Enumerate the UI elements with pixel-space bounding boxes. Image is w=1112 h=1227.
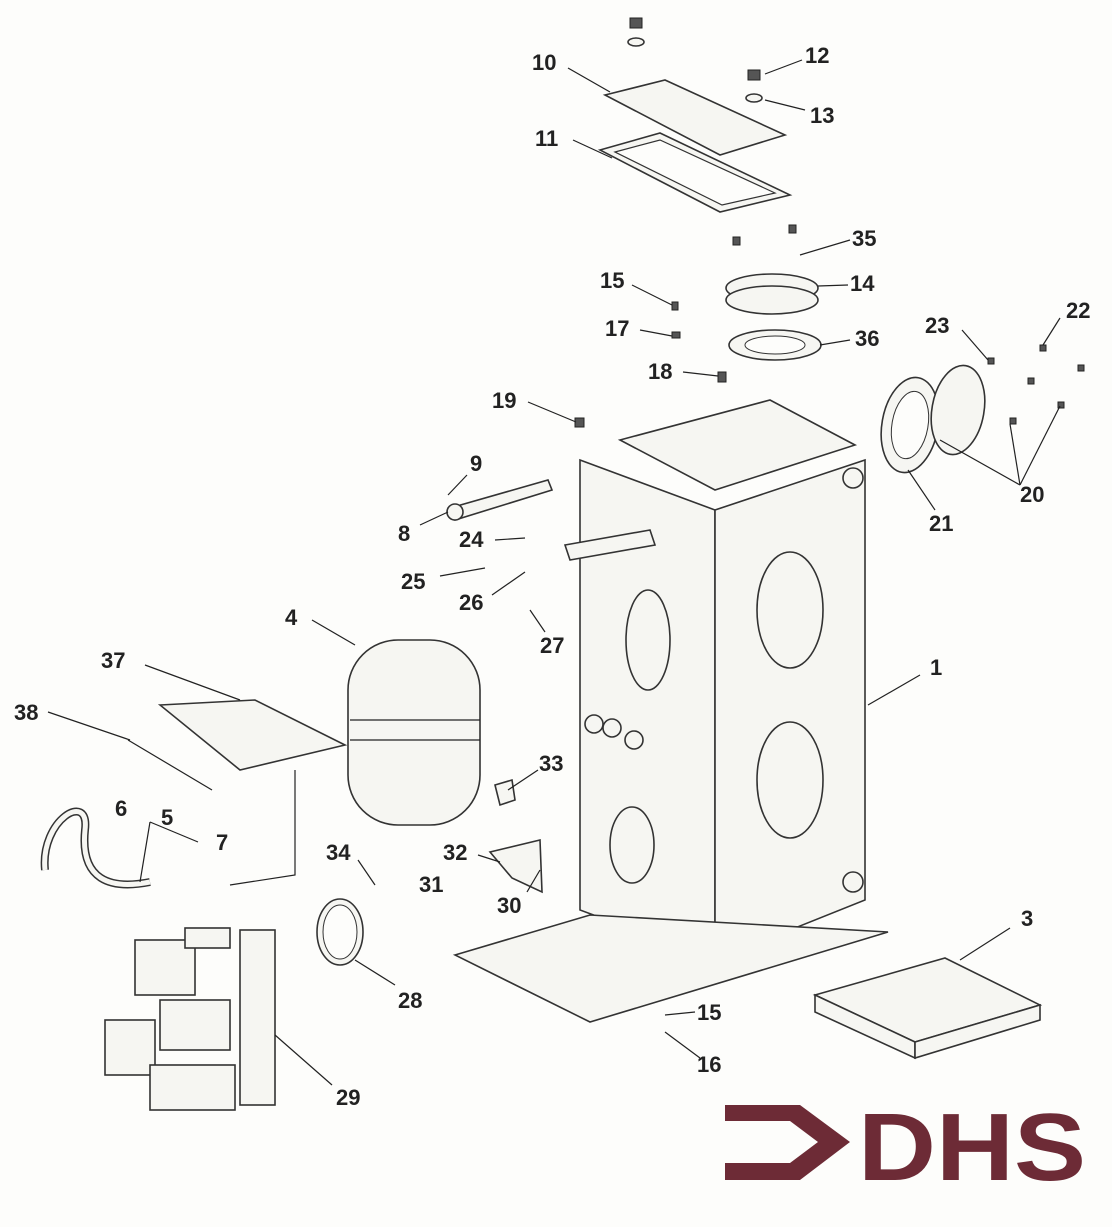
part-flue-ring xyxy=(725,273,822,361)
part-boiler-body xyxy=(563,399,866,962)
callout-label: 28 xyxy=(398,988,422,1013)
callout-label: 23 xyxy=(925,313,949,338)
callout-label: 3 xyxy=(1021,906,1033,931)
callout-labels: 10 12 13 11 35 15 14 17 36 23 22 18 19 9… xyxy=(14,43,1090,1110)
callout-label: 24 xyxy=(459,527,484,552)
callout-label: 4 xyxy=(285,605,298,630)
part-base-tray xyxy=(452,914,889,1023)
callout-label: 10 xyxy=(532,50,556,75)
callout-label: 7 xyxy=(216,830,228,855)
callout-label: 20 xyxy=(1020,482,1044,507)
callout-label: 12 xyxy=(805,43,829,68)
callout-label: 15 xyxy=(697,1000,721,1025)
callout-label: 27 xyxy=(540,633,564,658)
callout-label: 9 xyxy=(470,451,482,476)
callout-label: 8 xyxy=(398,521,410,546)
callout-label: 30 xyxy=(497,893,521,918)
callout-label: 35 xyxy=(852,226,876,251)
callout-label: 1 xyxy=(930,655,942,680)
callout-label: 33 xyxy=(539,751,563,776)
callout-label: 17 xyxy=(605,316,629,341)
part-pipe xyxy=(446,479,554,521)
callout-label: 22 xyxy=(1066,298,1090,323)
callout-label: 16 xyxy=(697,1052,721,1077)
callout-label: 6 xyxy=(115,796,127,821)
callout-label: 15 xyxy=(600,268,624,293)
callout-label: 32 xyxy=(443,840,467,865)
callout-label: 37 xyxy=(101,648,125,673)
callout-label: 13 xyxy=(810,103,834,128)
callout-label: 25 xyxy=(401,569,425,594)
leader-lines xyxy=(47,59,1061,1086)
part-top-cover xyxy=(597,17,793,213)
dhs-logo: DHS xyxy=(725,1094,1086,1201)
part-burner-gasket xyxy=(316,898,364,966)
logo-text: DHS xyxy=(858,1094,1086,1201)
part-bracket xyxy=(127,699,348,886)
logo-arrow-icon xyxy=(725,1105,850,1180)
part-insulation-pad xyxy=(812,957,1043,1060)
small-fasteners xyxy=(574,224,1085,428)
callout-label: 5 xyxy=(161,805,173,830)
callout-label: 31 xyxy=(419,872,443,897)
callout-label: 14 xyxy=(850,271,875,296)
callout-label: 26 xyxy=(459,590,483,615)
part-small-bracket xyxy=(488,778,543,894)
part-hose xyxy=(40,807,151,889)
callout-label: 34 xyxy=(326,840,351,865)
part-side-plates xyxy=(880,364,986,474)
callout-label: 29 xyxy=(336,1085,360,1110)
callout-label: 19 xyxy=(492,388,516,413)
part-expansion-vessel xyxy=(347,639,481,826)
callout-label: 18 xyxy=(648,359,672,384)
callout-label: 21 xyxy=(929,511,953,536)
part-burner xyxy=(104,927,276,1111)
callout-label: 36 xyxy=(855,326,879,351)
callout-label: 11 xyxy=(535,126,558,151)
callout-label: 38 xyxy=(14,700,38,725)
